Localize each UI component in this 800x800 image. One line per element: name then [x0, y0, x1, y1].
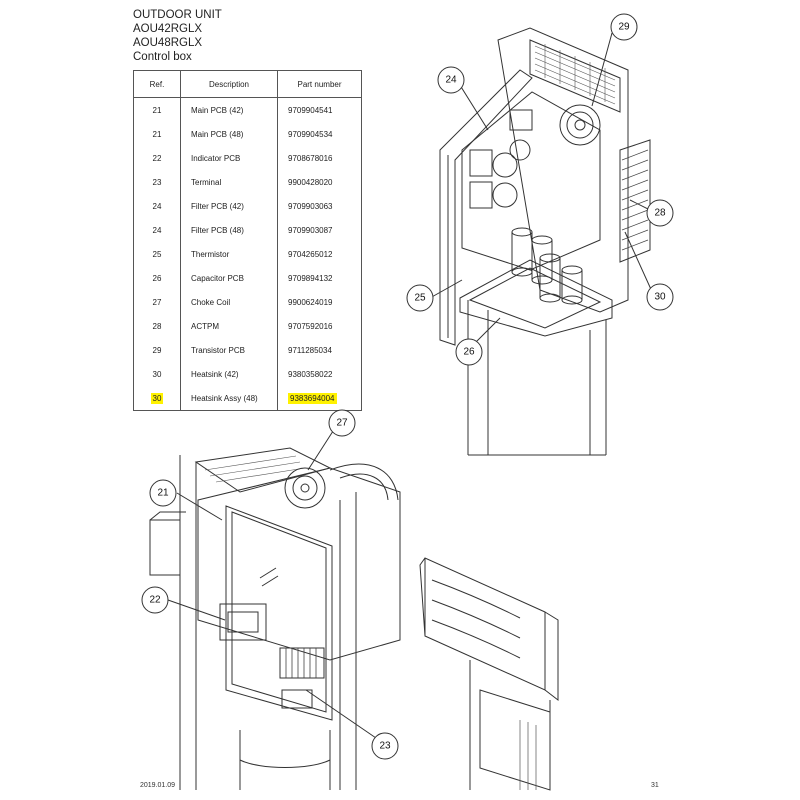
callout-27	[328, 409, 356, 437]
header-unit-type: OUTDOOR UNIT	[133, 9, 222, 21]
cell-description: Heatsink (42)	[180, 362, 278, 386]
callout-22-label: 22	[149, 595, 161, 606]
callout-29-label: 29	[618, 22, 630, 33]
callout-21-label: 21	[157, 488, 169, 499]
cell-part-number: 9709894132	[277, 266, 362, 290]
footer-page-number: 31	[651, 782, 659, 789]
callout-23-label: 23	[379, 741, 391, 752]
callout-26	[455, 338, 483, 366]
callout-27-label: 27	[336, 418, 348, 429]
cell-description: Terminal	[180, 170, 278, 194]
cell-ref: 24	[133, 218, 181, 242]
col-header-part-number: Part number	[277, 70, 362, 98]
cell-part-number: 9707592016	[277, 314, 362, 338]
cell-part-number: 9704265012	[277, 242, 362, 266]
cell-ref: 30	[133, 362, 181, 386]
upper-control-box-drawing	[429, 27, 657, 456]
cell-ref: 23	[133, 170, 181, 194]
cell-part-number: 9380358022	[277, 362, 362, 386]
cell-ref: 24	[133, 194, 181, 218]
callout-25-label: 25	[414, 293, 426, 304]
parts-table-header-row: Ref. Description Part number	[133, 70, 362, 98]
callout-25	[406, 284, 434, 312]
callout-24	[437, 66, 465, 94]
cell-part-number: 9709904534	[277, 122, 362, 146]
cell-part-number: 9709903063	[277, 194, 362, 218]
cell-description: Choke Coil	[180, 290, 278, 314]
callout-26-label: 26	[463, 347, 475, 358]
cell-description: Filter PCB (48)	[180, 218, 278, 242]
lower-heatsink-plate-drawing	[419, 557, 559, 791]
callout-29	[610, 13, 638, 41]
cell-part-number: 9711285034	[277, 338, 362, 362]
cell-description: Main PCB (42)	[180, 97, 278, 122]
cell-part-number: 9709903087	[277, 218, 362, 242]
cell-ref: 26	[133, 266, 181, 290]
cell-ref: 28	[133, 314, 181, 338]
cell-ref: 25	[133, 242, 181, 266]
cell-part-number: 9900428020	[277, 170, 362, 194]
cell-description: Thermistor	[180, 242, 278, 266]
lower-main-pcb-drawing	[149, 427, 401, 790]
callout-28-label: 28	[654, 208, 666, 219]
cell-description: Transistor PCB	[180, 338, 278, 362]
footer-date: 2019.01.09	[140, 782, 176, 789]
cell-ref: 21	[133, 97, 181, 122]
callout-23	[371, 732, 399, 760]
col-header-ref: Ref.	[133, 70, 181, 98]
header-section: Control box	[133, 51, 192, 63]
cell-ref: 21	[133, 122, 181, 146]
document-header: OUTDOOR UNIT AOU42RGLX AOU48RGLX Control…	[133, 8, 222, 64]
cell-description: Main PCB (48)	[180, 122, 278, 146]
cell-part-number: 9383694004	[277, 386, 362, 411]
header-model-2: AOU48RGLX	[133, 37, 203, 49]
header-model-1: AOU42RGLX	[133, 23, 203, 35]
col-header-description: Description	[180, 70, 278, 98]
highlight-mark: 30	[150, 392, 164, 404]
callout-24-label: 24	[445, 75, 457, 86]
cell-description: Capacitor PCB	[180, 266, 278, 290]
cell-part-number: 9900624019	[277, 290, 362, 314]
cell-ref: 30	[133, 386, 181, 411]
callout-21	[149, 479, 177, 507]
cell-description: Indicator PCB	[180, 146, 278, 170]
callout-22	[141, 586, 169, 614]
table-row: 30 Heatsink Assy (48) 9383694004	[133, 386, 362, 411]
callout-30	[646, 283, 674, 311]
cell-description: Filter PCB (42)	[180, 194, 278, 218]
cell-description: Heatsink Assy (48)	[180, 386, 278, 411]
callout-30-label: 30	[654, 292, 666, 303]
highlight-mark: 9383694004	[288, 392, 337, 404]
cell-part-number: 9709904541	[277, 97, 362, 122]
cell-part-number: 9708678016	[277, 146, 362, 170]
cell-ref: 27	[133, 290, 181, 314]
callout-28	[646, 199, 674, 227]
